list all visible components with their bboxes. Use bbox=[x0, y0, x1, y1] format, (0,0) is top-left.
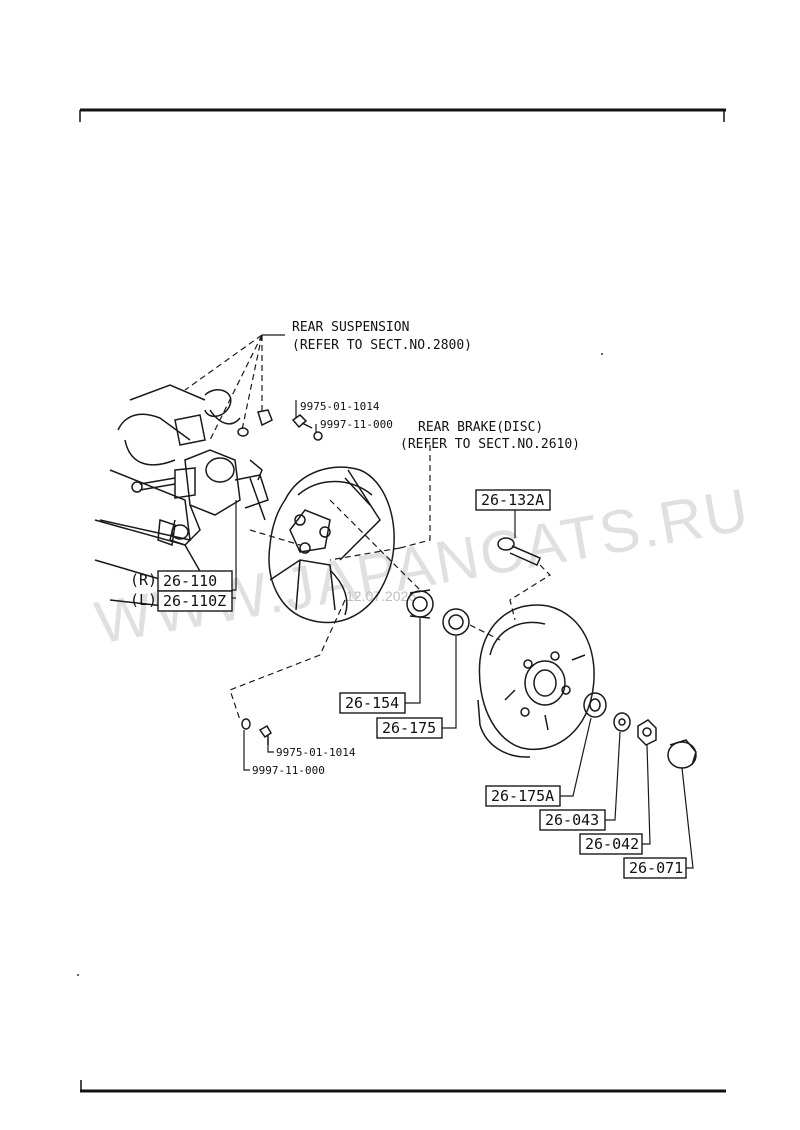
callout-rear-suspension-ref: (REFER TO SECT.NO.2800) bbox=[292, 338, 472, 353]
hardware-washer-bottom: 9997-11-000 bbox=[252, 764, 325, 777]
part-number-knuckle-l: 26-110Z bbox=[163, 592, 226, 610]
inner-bearing bbox=[406, 589, 434, 619]
hub-bolt bbox=[497, 537, 541, 566]
hardware-washer-top: 9997-11-000 bbox=[320, 418, 393, 431]
part-number-cap: 26-071 bbox=[629, 859, 683, 877]
reference-lines bbox=[184, 334, 551, 721]
side-label-right: (R) bbox=[130, 571, 157, 589]
brake-disc-hub bbox=[477, 604, 595, 758]
part-box-bearing-outer bbox=[485, 785, 561, 807]
part-box-seal-inner bbox=[376, 717, 443, 739]
part-number-nut: 26-042 bbox=[585, 835, 639, 853]
part-box-bearing-inner bbox=[339, 692, 406, 714]
grease-cap bbox=[667, 739, 697, 769]
outer-bearing bbox=[583, 692, 607, 718]
part-box-cap bbox=[623, 857, 687, 879]
callout-rear-brake: REAR BRAKE(DISC) bbox=[418, 420, 543, 435]
part-box-knuckle-l bbox=[157, 590, 233, 612]
part-number-seal-inner: 26-175 bbox=[382, 719, 436, 737]
part-number-bearing-outer: 26-175A bbox=[491, 787, 554, 805]
part-box-nut bbox=[579, 833, 643, 855]
part-number-bearing-inner: 26-154 bbox=[345, 694, 399, 712]
scan-speck-2 bbox=[601, 353, 603, 355]
leader-lines bbox=[232, 400, 694, 869]
bottom-bolt-washer bbox=[241, 718, 272, 745]
callout-rear-brake-ref: (REFER TO SECT.NO.2610) bbox=[400, 437, 580, 452]
knuckle-assembly bbox=[131, 449, 269, 547]
part-number-knuckle-r: 26-110 bbox=[163, 572, 217, 590]
hardware-bolt-bottom: 9975-01-1014 bbox=[276, 746, 356, 759]
part-number-washer: 26-043 bbox=[545, 811, 599, 829]
scan-speck bbox=[77, 974, 79, 976]
side-label-left: (L) bbox=[130, 591, 157, 609]
part-number-bolt: 26-132A bbox=[481, 491, 544, 509]
thrust-washer bbox=[613, 712, 631, 732]
inner-seal bbox=[442, 608, 470, 636]
lock-nut bbox=[637, 719, 657, 746]
top-bolt-washer bbox=[291, 414, 323, 441]
part-box-bolt bbox=[475, 489, 551, 511]
watermark-date: 12.07.2026 bbox=[346, 588, 416, 604]
part-box-washer bbox=[539, 809, 606, 831]
callout-rear-suspension: REAR SUSPENSION bbox=[292, 320, 409, 335]
rear-suspension-arm bbox=[94, 384, 241, 611]
backing-plate bbox=[268, 466, 395, 624]
hardware-bolt-top: 9975-01-1014 bbox=[300, 400, 380, 413]
